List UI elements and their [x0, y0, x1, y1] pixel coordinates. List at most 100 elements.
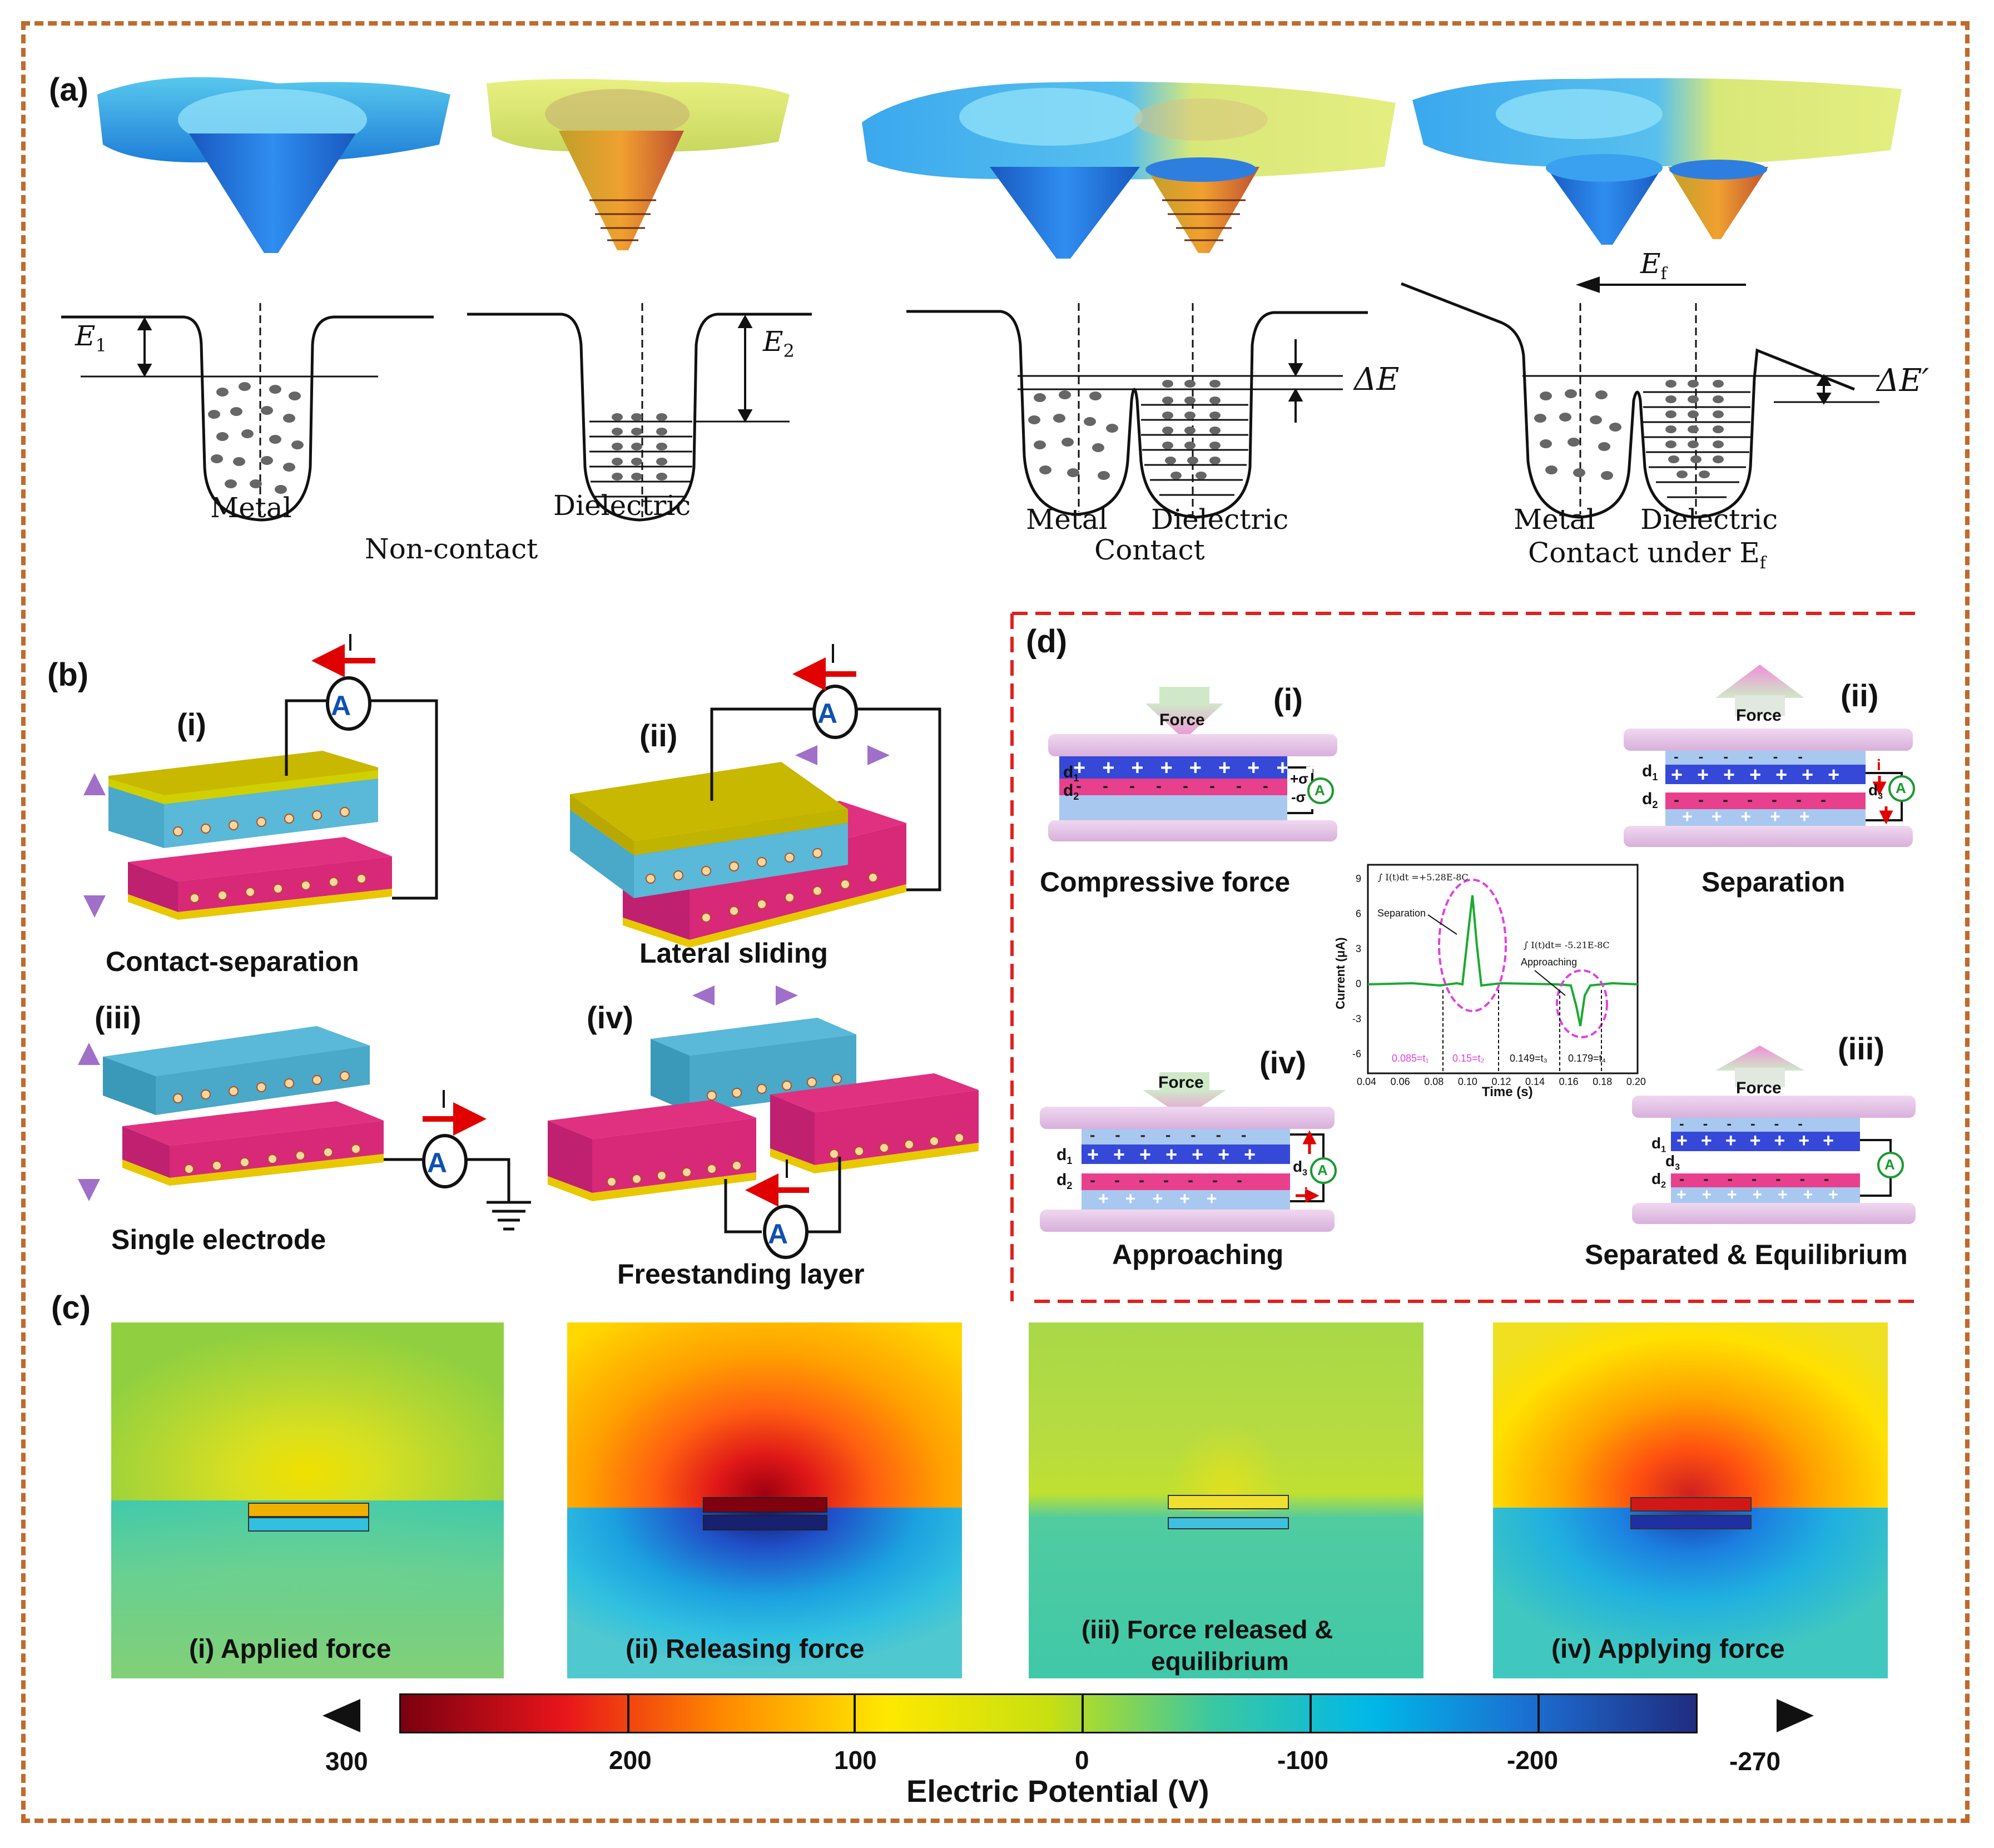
- map-ii-caption: (ii) Releasing force: [626, 1634, 865, 1664]
- single-electrode-label: Single electrode: [111, 1224, 326, 1255]
- contact-under-field-wells-3d: [1412, 78, 1902, 245]
- b-ii-label: (ii): [639, 718, 678, 753]
- force-label-iii: Force: [1736, 1079, 1782, 1097]
- cs-circuit: [285, 676, 438, 900]
- b-iii-label: (iii): [95, 1000, 141, 1035]
- panel-a-label: (a): [49, 72, 88, 108]
- dielectric-ef-label: Dielectric: [1640, 503, 1778, 536]
- xtick: 0.20: [1626, 1076, 1646, 1087]
- non-contact-label: Non-contact: [365, 533, 538, 565]
- metal-contact-label: Metal: [1026, 503, 1108, 536]
- ytick: 6: [1356, 908, 1362, 919]
- device-iv: [1040, 1072, 1337, 1232]
- device-iv-minus-top: -------: [1090, 1126, 1267, 1143]
- force-label-iv: Force: [1158, 1073, 1204, 1092]
- lateral-sliding-label: Lateral sliding: [639, 938, 828, 969]
- contact-under-ef-label: Contact under Ef: [1528, 537, 1766, 573]
- ls-top-block: [570, 762, 848, 898]
- d2-label-ii: d2: [1642, 790, 1658, 810]
- cbar-tick-300: 300: [325, 1747, 368, 1776]
- ef-label: Ef: [1640, 247, 1667, 284]
- se-bottom-block: [122, 1101, 384, 1186]
- se-ammeter-label: A: [427, 1147, 448, 1178]
- d3-label-iv: d3: [1293, 1158, 1308, 1178]
- xtick: 0.06: [1390, 1076, 1410, 1087]
- device-iii: [1632, 1046, 1916, 1224]
- ls-ammeter-label: A: [817, 698, 838, 729]
- device-ii-plus-row: +++++++: [1671, 763, 1854, 786]
- ytick: 9: [1356, 873, 1362, 884]
- xtick: 0.18: [1593, 1076, 1613, 1087]
- colorbar: [399, 1693, 1698, 1733]
- d1-label-ii: d1: [1642, 762, 1658, 782]
- xtick: 0.10: [1457, 1076, 1477, 1087]
- delta-e-prime-label: ΔE′: [1877, 363, 1929, 399]
- map-iii-caption: (iii) Force released &: [1082, 1615, 1333, 1644]
- device-iii-minus-row: -------: [1679, 1170, 1848, 1187]
- potential-map-iii: (iii) Force released & equilibrium: [1029, 1322, 1423, 1678]
- ammeter-i: A: [1315, 782, 1325, 799]
- device-iii-plus-bottom: +++++++: [1676, 1186, 1854, 1204]
- cbar-tick-100: 100: [834, 1746, 877, 1775]
- contact-under-field-band: [1401, 282, 1879, 519]
- ytick: 0: [1356, 978, 1362, 989]
- dielectric-electrons: [612, 413, 667, 480]
- d3-label-ii: d3: [1868, 781, 1883, 801]
- integral2: ∫ I(t)dt= -5.21E-8C: [1524, 940, 1610, 950]
- cbar-tick-neg270: -270: [1729, 1747, 1781, 1776]
- t3-label: 0.149=t₃: [1510, 1053, 1547, 1064]
- ammeter-iii: A: [1884, 1156, 1895, 1173]
- compressive-force-label: Compressive force: [1040, 866, 1291, 898]
- d-iii-label: (iii): [1838, 1031, 1884, 1066]
- contact-electrons: [1028, 380, 1221, 480]
- force-label-i: Force: [1159, 711, 1205, 729]
- current-i-iv: i: [1304, 1185, 1308, 1202]
- d-iv-label: (iv): [1259, 1045, 1306, 1080]
- e1-arrow: [137, 316, 152, 378]
- cs-ammeter-label: A: [331, 690, 351, 721]
- figure-border: [21, 21, 1970, 1823]
- d1-label-iii: d1: [1651, 1134, 1666, 1155]
- delta-e-arrows: [1288, 339, 1303, 423]
- potential-map-i: (i) Applied force: [111, 1322, 504, 1678]
- colorbar-title: Electric Potential (V): [906, 1773, 1209, 1809]
- device-i-plus-row: +++++++++: [1073, 756, 1335, 780]
- fs-current-arrow: [745, 1160, 809, 1207]
- fs-right-block: [770, 1073, 979, 1173]
- device-ii-plus-bottom: +++++: [1682, 806, 1829, 826]
- ammeter-iv: A: [1317, 1162, 1328, 1178]
- xtick: 0.16: [1559, 1076, 1579, 1087]
- delta-e-prime-arrow: [1816, 374, 1832, 405]
- cbar-tick-neg200: -200: [1507, 1746, 1559, 1775]
- inset-xticks: 0.04 0.06 0.08 0.10 0.12 0.14 0.16 0.18 …: [1357, 1076, 1646, 1088]
- t1-label: 0.085=t₁: [1392, 1053, 1429, 1064]
- freestanding-layer-label: Freestanding layer: [617, 1259, 865, 1290]
- inset-separation-label: Separation: [1377, 908, 1426, 919]
- map-iii-caption-2: equilibrium: [1151, 1647, 1289, 1676]
- ytick: 3: [1356, 943, 1362, 954]
- contact-separation-label: Contact-separation: [106, 946, 359, 977]
- metal-well-3d: [97, 77, 450, 253]
- ls-current-arrow: [792, 644, 856, 691]
- inset-xlabel: Time (s): [1482, 1084, 1533, 1099]
- potential-map-ii: (ii) Releasing force: [567, 1322, 962, 1678]
- cs-current-arrow: [311, 634, 375, 677]
- se-current-arrow: [423, 1090, 487, 1136]
- ef-arrow: [1575, 276, 1746, 293]
- integral1: ∫ I(t)dt =+5.28E-8C: [1378, 872, 1469, 883]
- d2-label-i: d2: [1063, 781, 1079, 802]
- t4-label: 0.179=t₄: [1568, 1053, 1606, 1064]
- panel-d-label: (d): [1026, 623, 1068, 660]
- d1-label-i: d1: [1063, 763, 1079, 784]
- fs-sliding-arrow: [692, 985, 798, 1005]
- b-i-label: (i): [177, 707, 206, 742]
- d3-label-iii: d3: [1665, 1152, 1680, 1172]
- cbar-tick-neg100: -100: [1277, 1746, 1329, 1775]
- xtick: 0.12: [1491, 1076, 1511, 1087]
- fs-circuit: [724, 1157, 841, 1259]
- ls-circuit: [710, 685, 941, 891]
- contact-under-field-electrons: [1534, 380, 1724, 480]
